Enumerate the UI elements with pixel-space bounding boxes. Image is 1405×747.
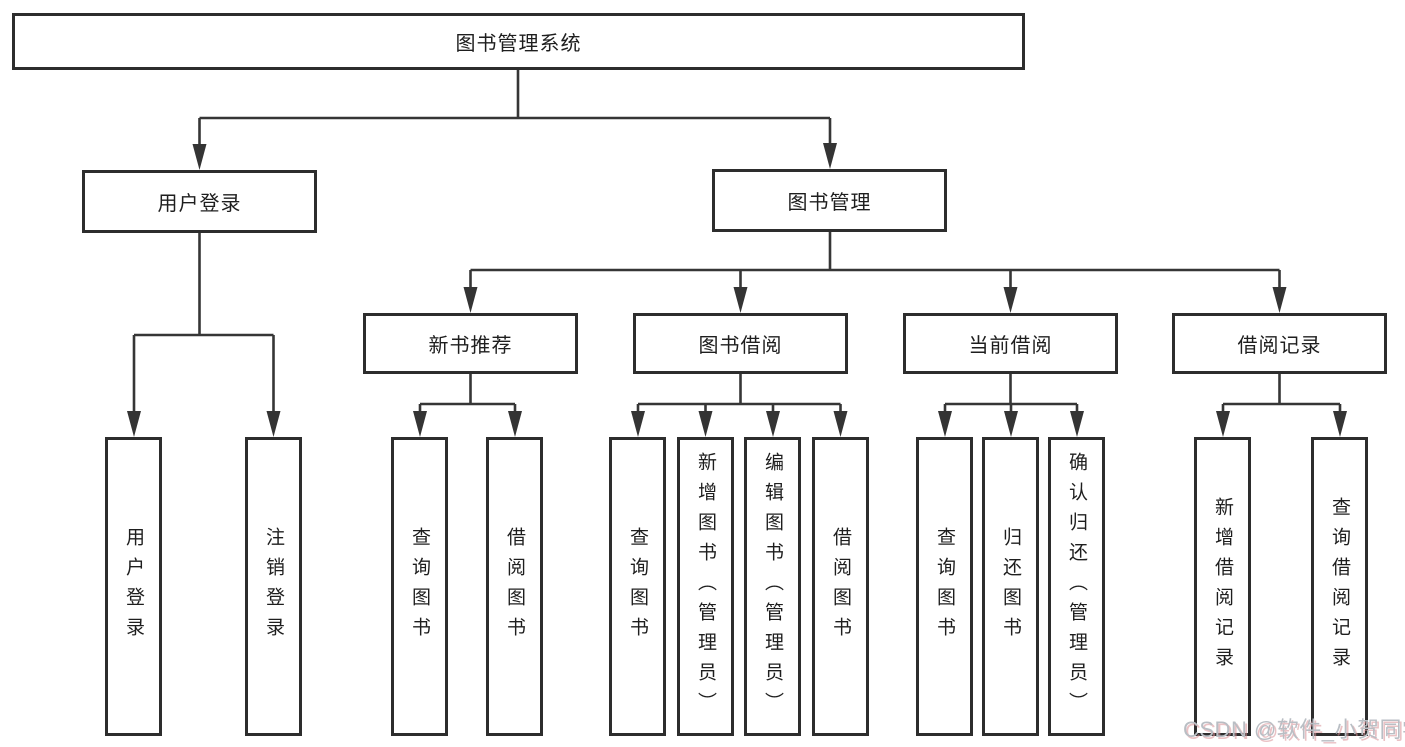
connector-book-borrow-children (631, 374, 848, 437)
leaf-logout: 注销登录 (245, 437, 302, 736)
leaf-edit-book-admin: 编辑图书（管理员） (744, 437, 801, 736)
arrow-down-icon (1272, 287, 1287, 313)
connector-borrow-records-children (1216, 374, 1347, 437)
leaf-query-book-3: 查询图书 (916, 437, 973, 736)
leaf-return-book-label: 归还图书 (1000, 526, 1021, 647)
arrow-down-icon (1216, 411, 1230, 437)
node-user-login-label: 用户登录 (157, 193, 242, 215)
leaf-add-borrow-record: 新增借阅记录 (1194, 437, 1251, 736)
arrow-down-icon (698, 411, 713, 437)
leaf-add-book-admin: 新增图书（管理员） (677, 437, 734, 736)
leaf-logout-label: 注销登录 (263, 526, 284, 647)
node-new-book-rec: 新书推荐 (363, 313, 578, 374)
leaf-borrow-book-2-label: 借阅图书 (830, 526, 851, 647)
leaf-edit-book-admin-label: 编辑图书（管理员） (762, 451, 783, 722)
connector-new-book-rec-children (413, 374, 522, 437)
connector-user-login-children (127, 233, 281, 437)
leaf-confirm-return-label: 确认归还（管理员） (1066, 451, 1087, 722)
csdn-watermark: CSDN @软件_小贺同学 (1183, 717, 1405, 742)
arrow-down-icon (1004, 411, 1018, 437)
arrow-down-icon (266, 411, 281, 437)
arrow-down-icon (766, 411, 780, 437)
arrow-down-icon (1333, 411, 1347, 437)
leaf-query-book-2-label: 查询图书 (627, 526, 648, 647)
leaf-confirm-return: 确认归还（管理员） (1048, 437, 1105, 736)
leaf-user-login-label: 用户登录 (123, 526, 144, 647)
arrow-down-icon (508, 411, 522, 437)
node-current-borrow: 当前借阅 (903, 313, 1118, 374)
arrow-down-icon (631, 411, 645, 437)
leaf-query-book-3-label: 查询图书 (934, 526, 955, 647)
connector-book-mgmt-children (463, 232, 1287, 313)
arrow-down-icon (192, 144, 207, 170)
leaf-user-login: 用户登录 (105, 437, 162, 736)
node-borrow-records-label: 借阅记录 (1237, 335, 1322, 357)
node-current-borrow-label: 当前借阅 (968, 335, 1053, 357)
node-book-borrow-label: 图书借阅 (698, 335, 783, 357)
leaf-query-book-1-label: 查询图书 (409, 526, 430, 647)
leaf-borrow-book-1: 借阅图书 (486, 437, 543, 736)
arrow-down-icon (823, 143, 837, 169)
arrow-down-icon (127, 411, 141, 437)
arrow-down-icon (833, 411, 848, 437)
leaf-query-borrow-record: 查询借阅记录 (1311, 437, 1368, 736)
node-borrow-records: 借阅记录 (1172, 313, 1387, 374)
node-book-mgmt-label: 图书管理 (787, 192, 872, 214)
leaf-add-borrow-record-label: 新增借阅记录 (1212, 496, 1233, 677)
node-book-borrow: 图书借阅 (633, 313, 848, 374)
connector-root-to-level2 (192, 69, 837, 170)
leaf-borrow-book-2: 借阅图书 (812, 437, 869, 736)
leaf-query-borrow-record-label: 查询借阅记录 (1329, 496, 1350, 677)
leaf-query-book-1: 查询图书 (391, 437, 448, 736)
leaf-return-book: 归还图书 (982, 437, 1039, 736)
arrow-down-icon (733, 287, 748, 313)
leaf-add-book-admin-label: 新增图书（管理员） (695, 451, 716, 722)
node-root: 图书管理系统 (12, 13, 1025, 70)
arrow-down-icon (1003, 287, 1018, 313)
arrow-down-icon (463, 287, 478, 313)
connector-current-borrow-children (938, 374, 1084, 437)
node-root-label: 图书管理系统 (455, 33, 582, 55)
leaf-query-book-2: 查询图书 (609, 437, 666, 736)
arrow-down-icon (413, 411, 427, 437)
node-new-book-rec-label: 新书推荐 (428, 335, 513, 357)
node-user-login: 用户登录 (82, 170, 317, 233)
arrow-down-icon (938, 411, 952, 437)
node-book-mgmt: 图书管理 (712, 169, 947, 232)
arrow-down-icon (1070, 411, 1084, 437)
leaf-borrow-book-1-label: 借阅图书 (504, 526, 525, 647)
